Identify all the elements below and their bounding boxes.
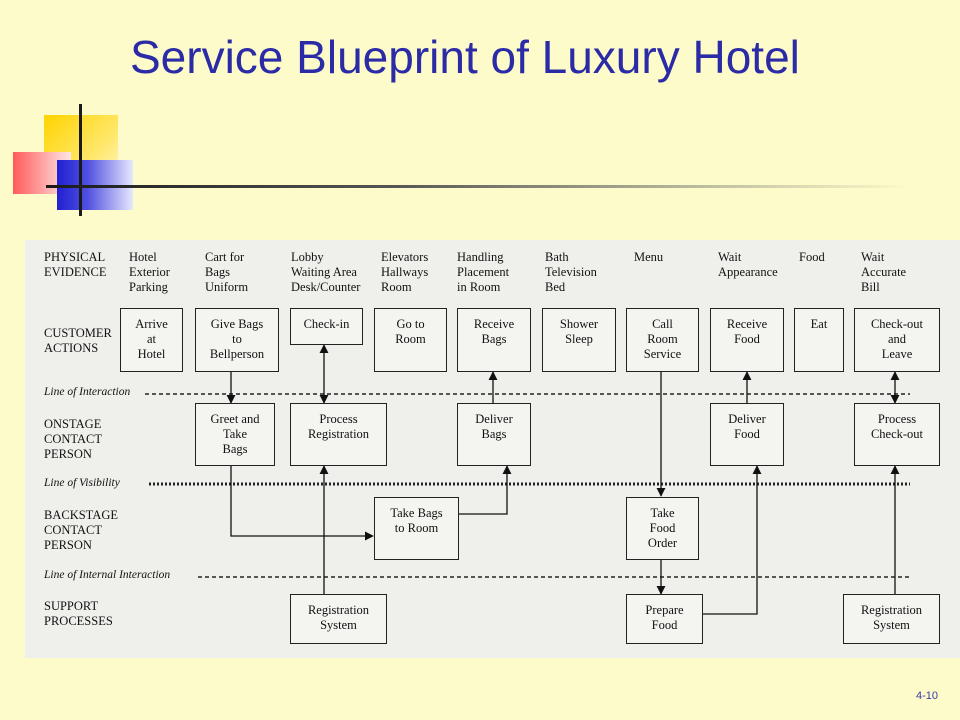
evidence-menu: Menu [634, 250, 664, 264]
line-label-interaction: Line of Interaction [44, 386, 131, 398]
row-label-physical-evidence: PHYSICAL EVIDENCE [44, 250, 107, 279]
blueprint-connectors [145, 344, 910, 615]
box-prepare-food: Prepare Food [626, 594, 703, 644]
box-take-bags-to-room: Take Bags to Room [374, 497, 459, 560]
evidence-wait-bill: Wait Accurate Bill [861, 250, 907, 294]
evidence-wait-appearance: Wait Appearance [718, 250, 778, 279]
box-arrive-at-hotel: Arrive at Hotel [120, 308, 183, 372]
evidence-elevators: Elevators Hallways Room [381, 250, 429, 294]
evidence-hotel-exterior: Hotel Exterior Parking [129, 250, 170, 294]
box-deliver-food: Deliver Food [710, 403, 784, 466]
evidence-bath: Bath Television Bed [545, 250, 597, 294]
line-label-visibility: Line of Visibility [44, 477, 120, 489]
arrow-prepare-to-deliver-food [703, 465, 762, 615]
row-label-customer-actions: CUSTOMER ACTIONS [44, 326, 112, 355]
box-receive-food: Receive Food [710, 308, 784, 372]
box-receive-bags: Receive Bags [457, 308, 531, 372]
box-shower-sleep: Shower Sleep [542, 308, 616, 372]
box-greet-take-bags: Greet and Take Bags [195, 403, 275, 466]
box-take-food-order: Take Food Order [626, 497, 699, 560]
box-call-room-service: Call Room Service [626, 308, 699, 372]
evidence-cart-bags: Cart for Bags Uniform [205, 250, 249, 294]
vertical-rule-decoration [79, 104, 82, 216]
box-registration-system-2: Registration System [843, 594, 940, 644]
box-go-to-room: Go to Room [374, 308, 447, 372]
box-give-bags: Give Bags to Bellperson [195, 308, 279, 372]
box-process-check-out: Process Check-out [854, 403, 940, 466]
service-blueprint-diagram: PHYSICAL EVIDENCE CUSTOMER ACTIONS ONSTA… [25, 240, 960, 658]
evidence-lobby: Lobby Waiting Area Desk/Counter [291, 250, 361, 294]
box-check-out-leave: Check-out and Leave [854, 308, 940, 372]
arrow-greet-to-take-bags [230, 465, 374, 541]
line-label-internal: Line of Internal Interaction [44, 569, 171, 581]
page-number: 4-10 [915, 690, 938, 702]
arrow-take-bags-to-deliver [459, 465, 512, 515]
box-check-in: Check-in [290, 308, 363, 345]
row-label-onstage: ONSTAGE CONTACT PERSON [44, 417, 103, 461]
evidence-handling: Handling Placement in Room [457, 250, 510, 294]
title-underline-rule [46, 185, 912, 188]
box-eat: Eat [794, 308, 844, 372]
row-label-support: SUPPORT PROCESSES [44, 599, 113, 628]
box-registration-system-1: Registration System [290, 594, 387, 644]
evidence-food: Food [799, 250, 825, 264]
box-deliver-bags: Deliver Bags [457, 403, 531, 466]
row-label-backstage: BACKSTAGE CONTACT PERSON [44, 508, 119, 552]
box-process-registration: Process Registration [290, 403, 387, 466]
slide-title: Service Blueprint of Luxury Hotel [130, 31, 800, 83]
